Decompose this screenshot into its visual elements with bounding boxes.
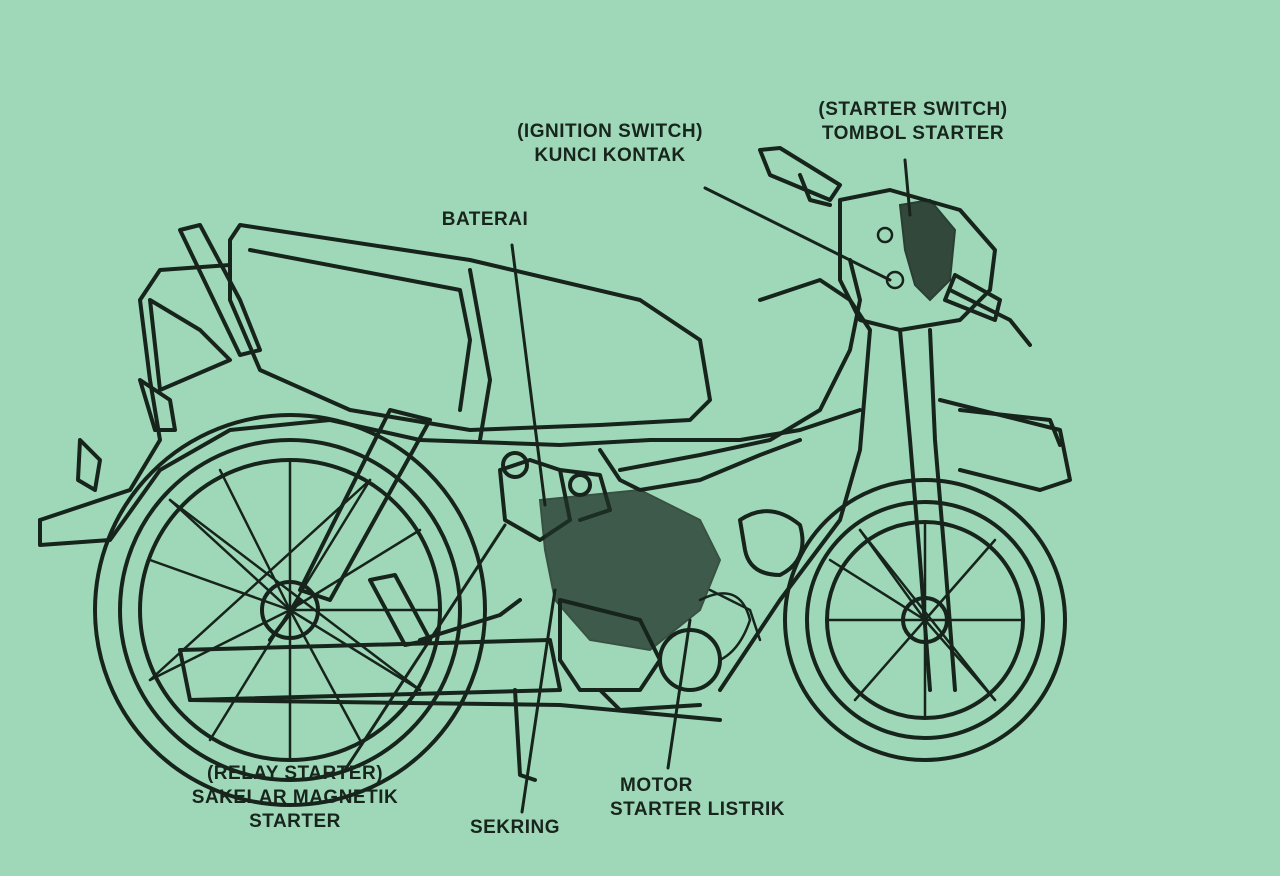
- leader-ignition-switch: [703, 186, 892, 282]
- label-relay-starter-id-line1: SAKELAR MAGNETIK: [191, 787, 399, 808]
- label-relay-starter: (RELAY STARTER) SAKELAR MAGNETIK STARTER: [150, 762, 440, 834]
- label-starter-switch-en: (STARTER SWITCH): [818, 99, 1008, 120]
- leader-sekring: [520, 588, 557, 814]
- leader-motor-starter: [666, 618, 692, 770]
- label-starter-switch: (STARTER SWITCH) TOMBOL STARTER: [788, 98, 1038, 146]
- label-relay-starter-id-line2: STARTER: [249, 811, 341, 832]
- label-starter-switch-id: TOMBOL STARTER: [821, 123, 1005, 144]
- rear-wheel: [93, 413, 487, 807]
- label-ignition-switch-id: KUNCI KONTAK: [534, 145, 686, 166]
- leader-lines: [343, 158, 912, 814]
- rear-wheel-spokes: [148, 460, 440, 760]
- leader-starter-switch: [903, 158, 912, 217]
- label-relay-starter-en: (RELAY STARTER): [206, 763, 384, 784]
- label-baterai: BATERAI: [441, 209, 529, 230]
- label-ignition-switch: (IGNITION SWITCH) KUNCI KONTAK: [490, 120, 730, 168]
- leader-relay-starter: [343, 523, 507, 772]
- leader-baterai: [510, 243, 547, 507]
- label-motor-starter: MOTOR STARTER LISTRIK: [610, 774, 860, 822]
- front-wheel-spokes: [825, 520, 1024, 720]
- engine-wiring-cluster: [498, 451, 762, 712]
- motorcycle-body: [38, 146, 1072, 782]
- label-sekring: SEKRING: [469, 817, 561, 838]
- label-motor-starter-line2: STARTER LISTRIK: [610, 799, 785, 820]
- label-ignition-switch-en: (IGNITION SWITCH): [517, 121, 703, 142]
- label-motor-starter-line1: MOTOR: [620, 775, 693, 796]
